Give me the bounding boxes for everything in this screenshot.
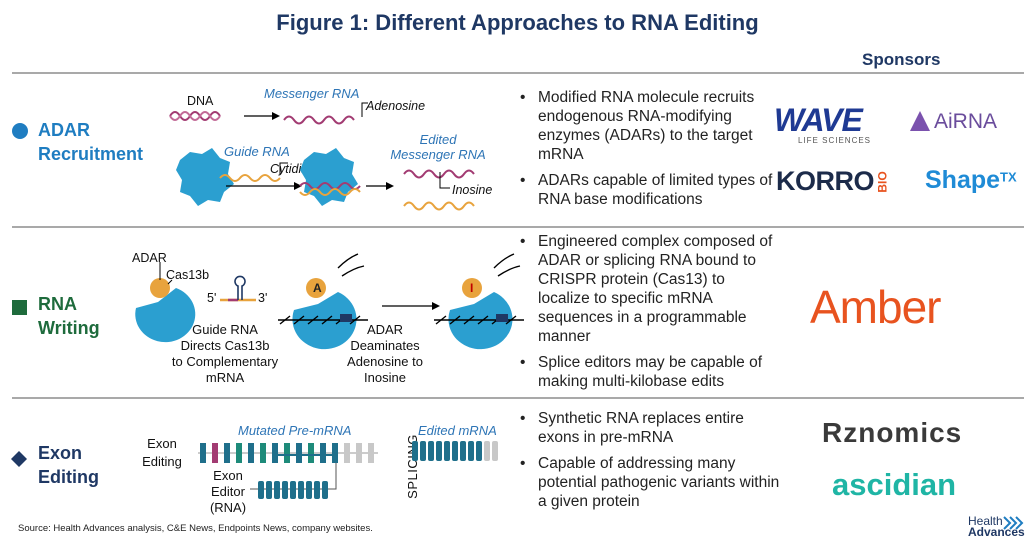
ascidian-logo: ascidian (832, 467, 957, 502)
bullet-item: Splice editors may be capable of making … (518, 353, 780, 391)
adar-complex-icon (300, 148, 358, 206)
divider (12, 397, 1024, 399)
inosine-label: Inosine (452, 183, 493, 197)
edited-mrna-icon (412, 441, 498, 461)
bullet-item: ADARs capable of limited types of RNA ba… (518, 171, 780, 209)
exon-editing-diagram (198, 441, 498, 499)
airna-logo: AiRNA (910, 110, 997, 134)
adar-bullets: Modified RNA molecule recruits endogenou… (518, 88, 780, 216)
wave-logo: WAVE LIFE SCIENCES (774, 102, 872, 145)
hairpin-icon (234, 275, 246, 300)
exon-editor-rna-icon (258, 481, 328, 499)
chevron-logo-icon (1003, 516, 1024, 530)
five-prime-label: 5' (207, 291, 217, 305)
rna-writing-bullets: Engineered complex composed of ADAR or s… (518, 232, 780, 398)
circle-bullet-icon (12, 123, 28, 139)
edited-mrna-label: Edited mRNA (418, 423, 497, 438)
guide-rna-released-icon (403, 201, 475, 211)
mutated-premrna-label: Mutated Pre-mRNA (238, 423, 352, 438)
exon-editor-caption: Exon Editor (RNA) (209, 468, 247, 515)
divider (12, 72, 1024, 74)
edited-mrna-strand-icon (403, 169, 475, 179)
page-title: Figure 1: Different Approaches to RNA Ed… (276, 10, 759, 35)
square-bullet-icon (12, 300, 27, 315)
cas13b-protein-icon (135, 288, 196, 343)
adar-label: ADAR (132, 251, 167, 265)
guide-rna-strand-icon (219, 174, 281, 182)
amber-logo: Amber (810, 281, 941, 333)
category-label: ADAR Recruitment (38, 120, 144, 164)
bullet-item: Synthetic RNA replaces entire exons in p… (518, 409, 780, 447)
guide-rna-label: Guide RNA (224, 144, 290, 159)
mrna-bound-icon (278, 253, 368, 325)
shape-tx-logo: ShapeTX (925, 166, 1017, 194)
row-adar-recruitment: ADAR Recruitment DNA Messenger RNA Adeno… (0, 74, 1035, 224)
messenger-rna-label: Messenger RNA (264, 86, 360, 101)
adenosine-mark: A (313, 281, 322, 295)
dsrna-icon (299, 182, 361, 196)
cas13b-label: Cas13b (166, 268, 210, 282)
three-prime-label: 3' (258, 291, 268, 305)
adenosine-label: Adenosine (366, 99, 426, 113)
exon-editing-caption: Exon Editing (142, 436, 182, 469)
category-label: RNA Writing (38, 294, 100, 338)
diamond-bullet-icon (11, 451, 27, 467)
category-label: Exon Editing (38, 443, 99, 487)
sponsors-header: Sponsors (862, 50, 941, 69)
mrna-strand-icon (283, 115, 355, 125)
bullet-item: Capable of addressing many potential pat… (518, 454, 780, 511)
exon-bullets: Synthetic RNA replaces entire exons in p… (518, 409, 780, 518)
airna-mark-icon (910, 111, 930, 131)
dna-helix-icon (169, 111, 221, 121)
step1-caption: Guide RNA Directs Cas13b to Complementar… (171, 322, 279, 385)
premrna-exons-icon (200, 443, 374, 463)
bullet-item: Modified RNA molecule recruits endogenou… (518, 88, 780, 164)
dna-label: DNA (187, 94, 214, 108)
step2-caption: ADAR Deaminates Adenosine to Inosine (347, 322, 423, 385)
edited-mrna-label: Edited Messenger RNA (390, 132, 486, 162)
bullet-item: Engineered complex composed of ADAR or s… (518, 232, 780, 346)
inosine-mark: I (470, 281, 473, 295)
adar-protein-icon (176, 148, 234, 206)
adar-domain-icon (150, 278, 170, 298)
row-rna-writing: RNA Writing ADAR Cas13b 5' 3' Guide RNA … (0, 228, 1035, 396)
rznomics-logo: Rznomics (822, 417, 963, 448)
adar-recruitment-diagram (169, 102, 475, 211)
source-note: Source: Health Advances analysis, C&E Ne… (18, 523, 373, 534)
row-exon-editing: Exon Editing Exon Editing Mutated Pre-mR… (0, 399, 1035, 519)
rna-writing-diagram: A I (135, 253, 524, 350)
divider (12, 226, 1024, 228)
